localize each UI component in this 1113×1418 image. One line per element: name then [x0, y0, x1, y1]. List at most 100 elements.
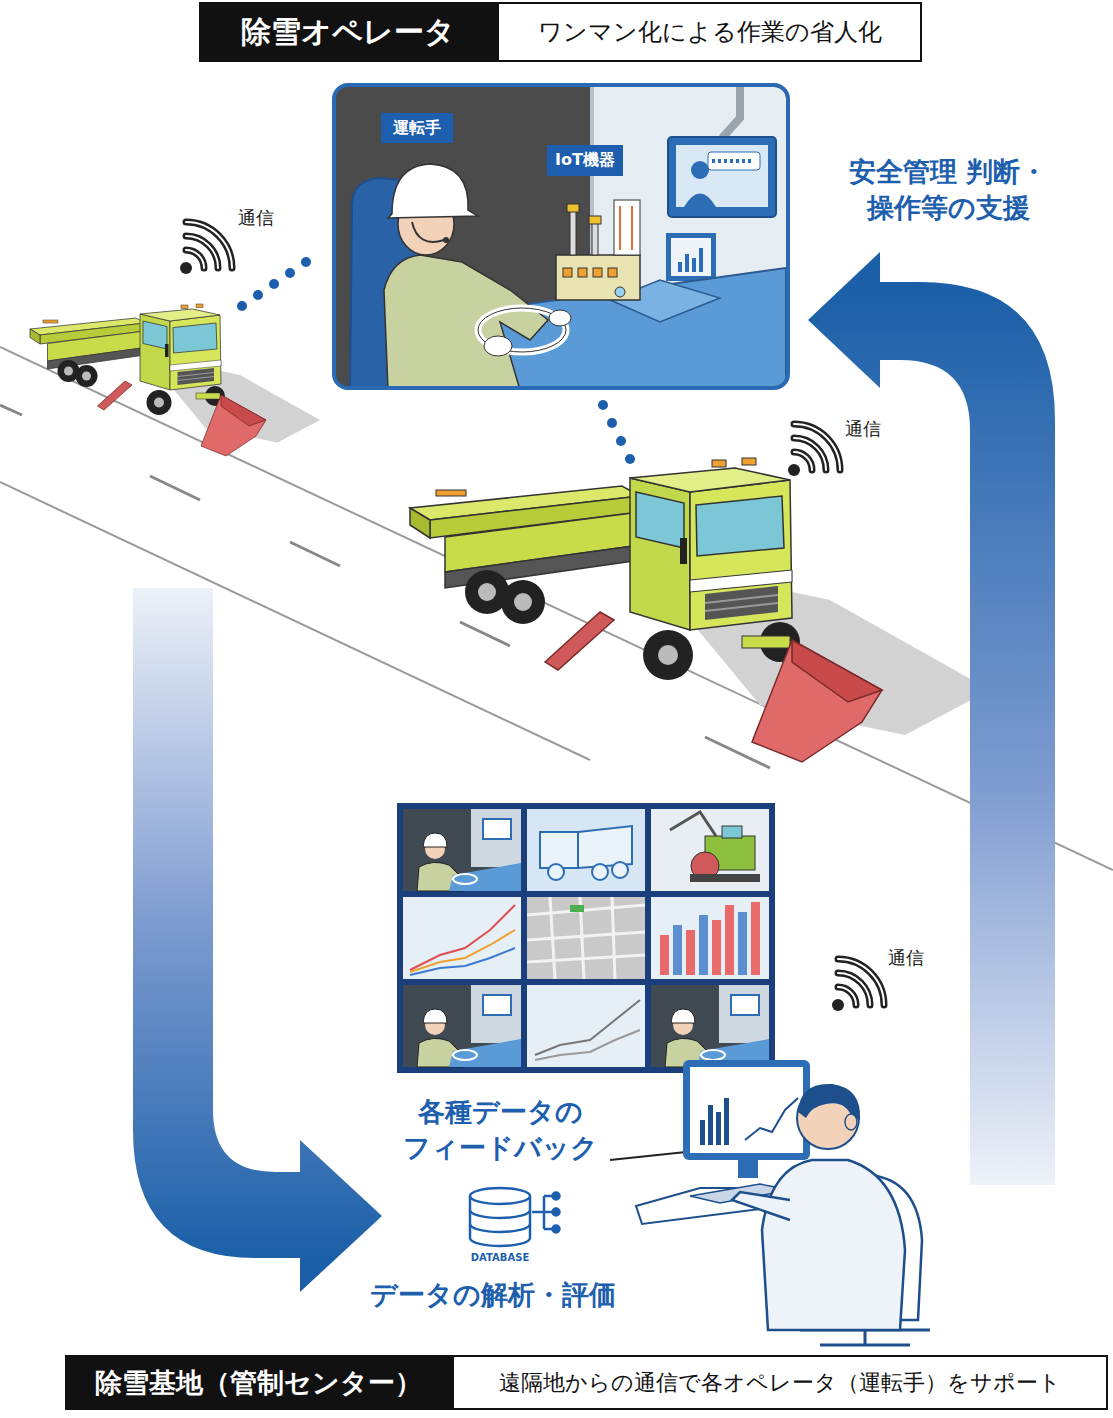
dotted-link-part — [285, 268, 295, 278]
video-wall-part — [527, 985, 645, 1067]
illustration-part — [788, 424, 840, 476]
section-title: 除雪基地（管制センター） — [65, 1355, 452, 1410]
cab-panel-part-part — [589, 216, 601, 224]
road-part-part — [150, 476, 200, 500]
illustration-part — [30, 304, 320, 456]
video-wall-part-part — [578, 826, 632, 868]
video-wall-part-part — [738, 912, 747, 975]
control-operator-part — [762, 1160, 905, 1330]
node-text: 遠隔地からの通信で各オペレータ（運転手）をサポート — [499, 1368, 1061, 1398]
video-wall-part — [527, 809, 645, 891]
section-subtitle: 遠隔地からの通信で各オペレータ（運転手）をサポート — [452, 1355, 1108, 1410]
video-wall-part — [651, 985, 769, 1067]
control-operator-part-part — [724, 1098, 729, 1145]
video-wall-part — [403, 809, 521, 891]
cab-panel-part-part — [671, 238, 711, 276]
video-wall-part — [540, 826, 632, 880]
cab-panel-part-part-part — [563, 268, 572, 277]
video-wall-part — [670, 812, 716, 836]
video-wall-part — [570, 905, 584, 912]
cab-panel-part-part — [563, 268, 617, 277]
control-operator-part-part — [716, 1112, 721, 1145]
section-title: 除雪オペレータ — [199, 2, 497, 62]
cab-panel-part-part — [567, 204, 579, 212]
video-wall-part — [535, 1030, 640, 1060]
video-wall-part-part — [712, 920, 721, 975]
role-tag: IoT機器 — [547, 145, 623, 176]
cab-panel-part-part-part — [748, 159, 751, 163]
cab-panel-part-part-part — [692, 258, 696, 272]
illustration-part — [180, 222, 232, 274]
database-icon-part — [553, 1209, 560, 1216]
dotted-link-part — [237, 301, 247, 311]
node-text: 除雪オペレータ — [241, 12, 455, 53]
cab-panel-part-part — [384, 255, 548, 386]
cab-panel-part-part-part — [699, 248, 703, 272]
cab-panel — [334, 85, 788, 390]
video-wall-part-part — [686, 930, 695, 975]
road-part-part — [290, 542, 340, 566]
control-operator-part — [745, 1098, 798, 1140]
video-wall-part-part — [612, 862, 628, 878]
cab-panel-part-part — [443, 237, 449, 243]
cab-panel-part-part — [570, 210, 576, 255]
icon-caption: DATABASE — [460, 1251, 540, 1265]
cab-panel-part-part — [678, 248, 703, 272]
video-wall-part — [527, 897, 645, 979]
video-wall-part — [651, 809, 769, 891]
video-wall-part — [660, 902, 760, 975]
video-wall-part-part — [699, 915, 708, 975]
video-wall-part-part — [725, 905, 734, 975]
node-text: ワンマン化による作業の省人化 — [538, 16, 882, 48]
database-icon-part — [532, 1196, 552, 1229]
video-wall-part — [722, 826, 742, 838]
cab-panel-part-part-part — [730, 159, 733, 163]
control-operator-part — [738, 1160, 758, 1178]
flow-arrow — [133, 588, 382, 1292]
road-part-part — [460, 622, 510, 646]
control-operator-part — [683, 1060, 810, 1160]
cab-panel-part-part-part — [736, 159, 739, 163]
signal-label: 通信 — [238, 206, 274, 230]
cab-panel-part-part — [691, 161, 709, 179]
cab-panel-part-part-part — [712, 159, 715, 163]
video-wall-part-part — [527, 905, 645, 915]
cab-panel-part-part — [712, 159, 751, 163]
dotted-link-part — [269, 279, 279, 289]
control-operator — [636, 1060, 930, 1345]
cab-panel-part-part-part — [685, 254, 689, 272]
video-wall-part — [410, 948, 515, 975]
video-wall-part — [527, 897, 645, 979]
dotted-link-part — [607, 418, 617, 428]
video-wall-part-part — [527, 955, 645, 962]
video-wall-part — [690, 874, 760, 882]
cab-panel-part-part-part — [724, 159, 727, 163]
video-wall-part — [397, 803, 775, 1073]
annotation: データの解析・評価 — [370, 1277, 616, 1313]
cab-panel-part — [350, 87, 786, 386]
video-wall — [397, 803, 775, 1073]
section-subtitle: ワンマン化による作業の省人化 — [497, 2, 922, 62]
cab-panel-part-part — [684, 194, 716, 208]
cab-panel-part-part — [615, 287, 625, 297]
cab-panel-part-part — [484, 336, 512, 356]
cab-panel-part-part-part — [718, 159, 721, 163]
cab-panel-part-part — [614, 200, 640, 255]
node-text: 運転手 — [393, 118, 441, 139]
database-icon-part — [470, 1210, 530, 1232]
control-operator-part — [700, 1098, 729, 1145]
control-operator-part — [690, 1067, 803, 1153]
dotted-link-part — [598, 400, 608, 410]
video-wall-part-part — [751, 902, 760, 975]
video-wall-part-part — [550, 897, 555, 979]
video-wall-part-part — [540, 832, 578, 868]
cab-panel-part-part — [592, 222, 598, 255]
video-wall-part — [403, 897, 521, 979]
road-part-part — [0, 405, 22, 415]
cab-panel-part-part-part — [593, 268, 602, 277]
annotation: 安全管理 判断・操作等の支援 — [798, 154, 1098, 227]
video-wall-part-part — [527, 932, 645, 940]
cab-panel-part-part — [388, 164, 478, 218]
video-wall-part — [651, 897, 769, 979]
